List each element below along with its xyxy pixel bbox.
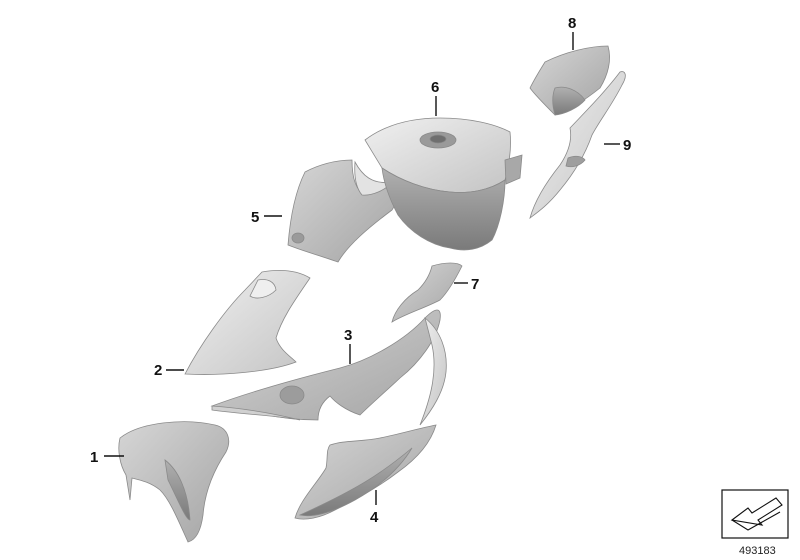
callout-7: 7 <box>471 276 479 293</box>
part-side-fairing[interactable] <box>210 309 447 426</box>
callout-2: 2 <box>154 362 162 379</box>
part-upper-fairing[interactable] <box>184 270 311 375</box>
callout-9: 9 <box>623 137 631 154</box>
part-rear-side-panel[interactable] <box>529 71 626 220</box>
callout-6: 6 <box>431 79 439 96</box>
part-fuel-tank[interactable] <box>364 117 523 251</box>
callout-1: 1 <box>90 449 98 466</box>
part-tank-side-cover[interactable] <box>287 159 396 263</box>
callout-4: 4 <box>370 509 379 526</box>
part-trim-piece[interactable] <box>391 262 463 323</box>
callout-8: 8 <box>568 15 576 32</box>
reference-number: 493183 <box>739 545 776 557</box>
orientation-arrow-icon <box>721 489 789 539</box>
callout-5: 5 <box>251 209 259 226</box>
part-belly-pan[interactable] <box>294 424 437 520</box>
part-front-fender[interactable] <box>118 421 230 543</box>
callout-3: 3 <box>344 327 352 344</box>
part-seat-cowl[interactable] <box>529 45 610 116</box>
